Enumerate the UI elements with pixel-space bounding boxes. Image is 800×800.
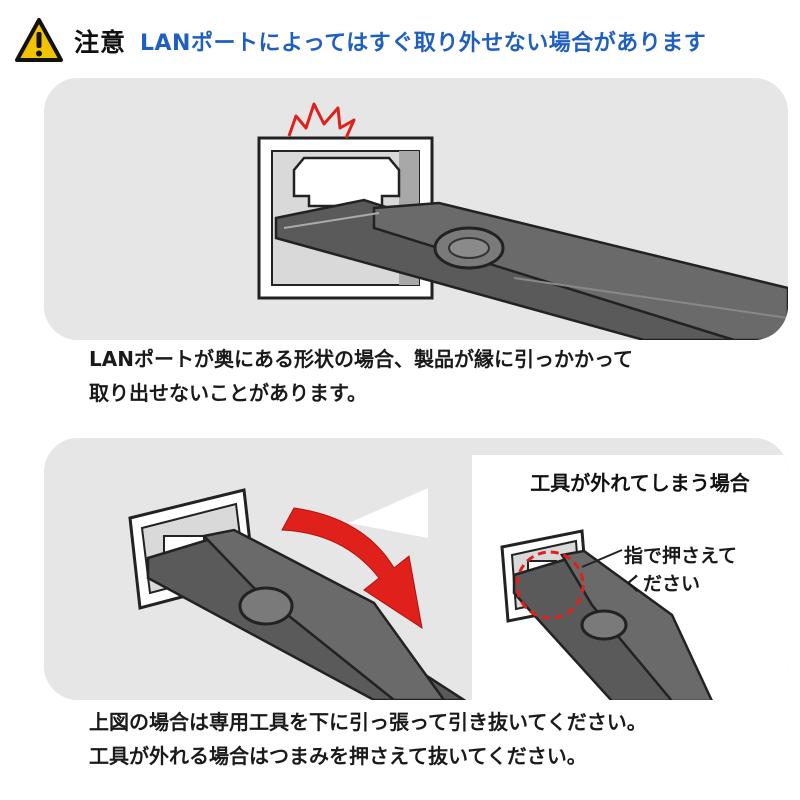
finger-hold-highlight [515, 550, 585, 620]
illustration-panel-port-recessed [44, 78, 788, 340]
inset-note-line-2: ください [624, 573, 701, 595]
caption-1: LANポートが奥にある形状の場合、製品が縁に引っかかって 取り出せないことがあり… [89, 342, 633, 410]
caption-1-line-2: 取り出せないことがあります。 [89, 381, 367, 405]
caption-2-line-2: 工具が外れる場合はつまみを押さえて抜いてください。 [89, 744, 587, 768]
warning-triangle-icon [15, 18, 63, 62]
inset-note: 指で押さえて ください [624, 542, 737, 598]
inset-title: 工具が外れてしまう場合 [530, 471, 750, 495]
illustration-panel-pull-tool: 工具が外れてしまう場合 指で押さえて ください [44, 438, 788, 700]
inset-note-line-1: 指で押さえて [624, 545, 738, 567]
headline: LANポートによってはすぐ取り外せない場合があります [140, 31, 707, 56]
caption-1-line-1: LANポートが奥にある形状の場合、製品が縁に引っかかって [89, 347, 633, 371]
warning-label: 注意 [74, 28, 127, 57]
pull-down-arrow-icon [281, 507, 423, 630]
recessed-port-illustration [44, 78, 788, 340]
inset-finger-hold: 工具が外れてしまう場合 指で押さえて ください [472, 455, 788, 700]
header: 注意 LANポートによってはすぐ取り外せない場合があります [14, 16, 706, 66]
impact-burst-icon [287, 102, 356, 139]
caption-2: 上図の場合は専用工具を下に引っ張って引き抜いてください。 工具が外れる場合はつま… [89, 705, 647, 773]
callout-line [581, 549, 623, 568]
finger-hold-illustration [500, 529, 713, 700]
caption-2-line-1: 上図の場合は専用工具を下に引っ張って引き抜いてください。 [89, 710, 647, 734]
